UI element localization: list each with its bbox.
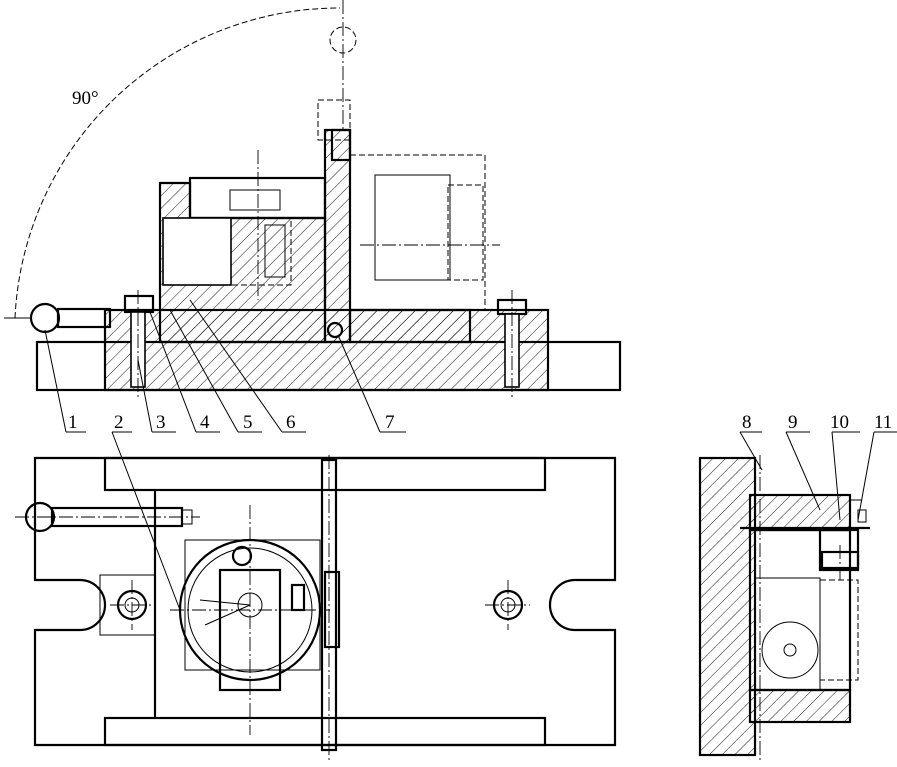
label-11: 11 [874,412,892,433]
plan-view [15,455,617,760]
angle-label: 90° [72,88,99,109]
handle-rod [56,307,112,329]
swing-arc [14,7,341,319]
part-labels [44,299,897,611]
label-2: 2 [114,412,124,433]
swing-plate [323,128,352,344]
front-elevation-view: 90° [4,0,622,400]
label-1: 1 [68,412,78,433]
label-7: 7 [385,412,395,433]
label-4: 4 [200,412,210,433]
label-8: 8 [742,412,752,433]
label-10: 10 [830,412,849,433]
label-9: 9 [788,412,798,433]
label-6: 6 [286,412,296,433]
label-5: 5 [243,412,253,433]
label-3: 3 [156,412,166,433]
handle-knob [29,302,61,334]
side-view [698,455,870,760]
